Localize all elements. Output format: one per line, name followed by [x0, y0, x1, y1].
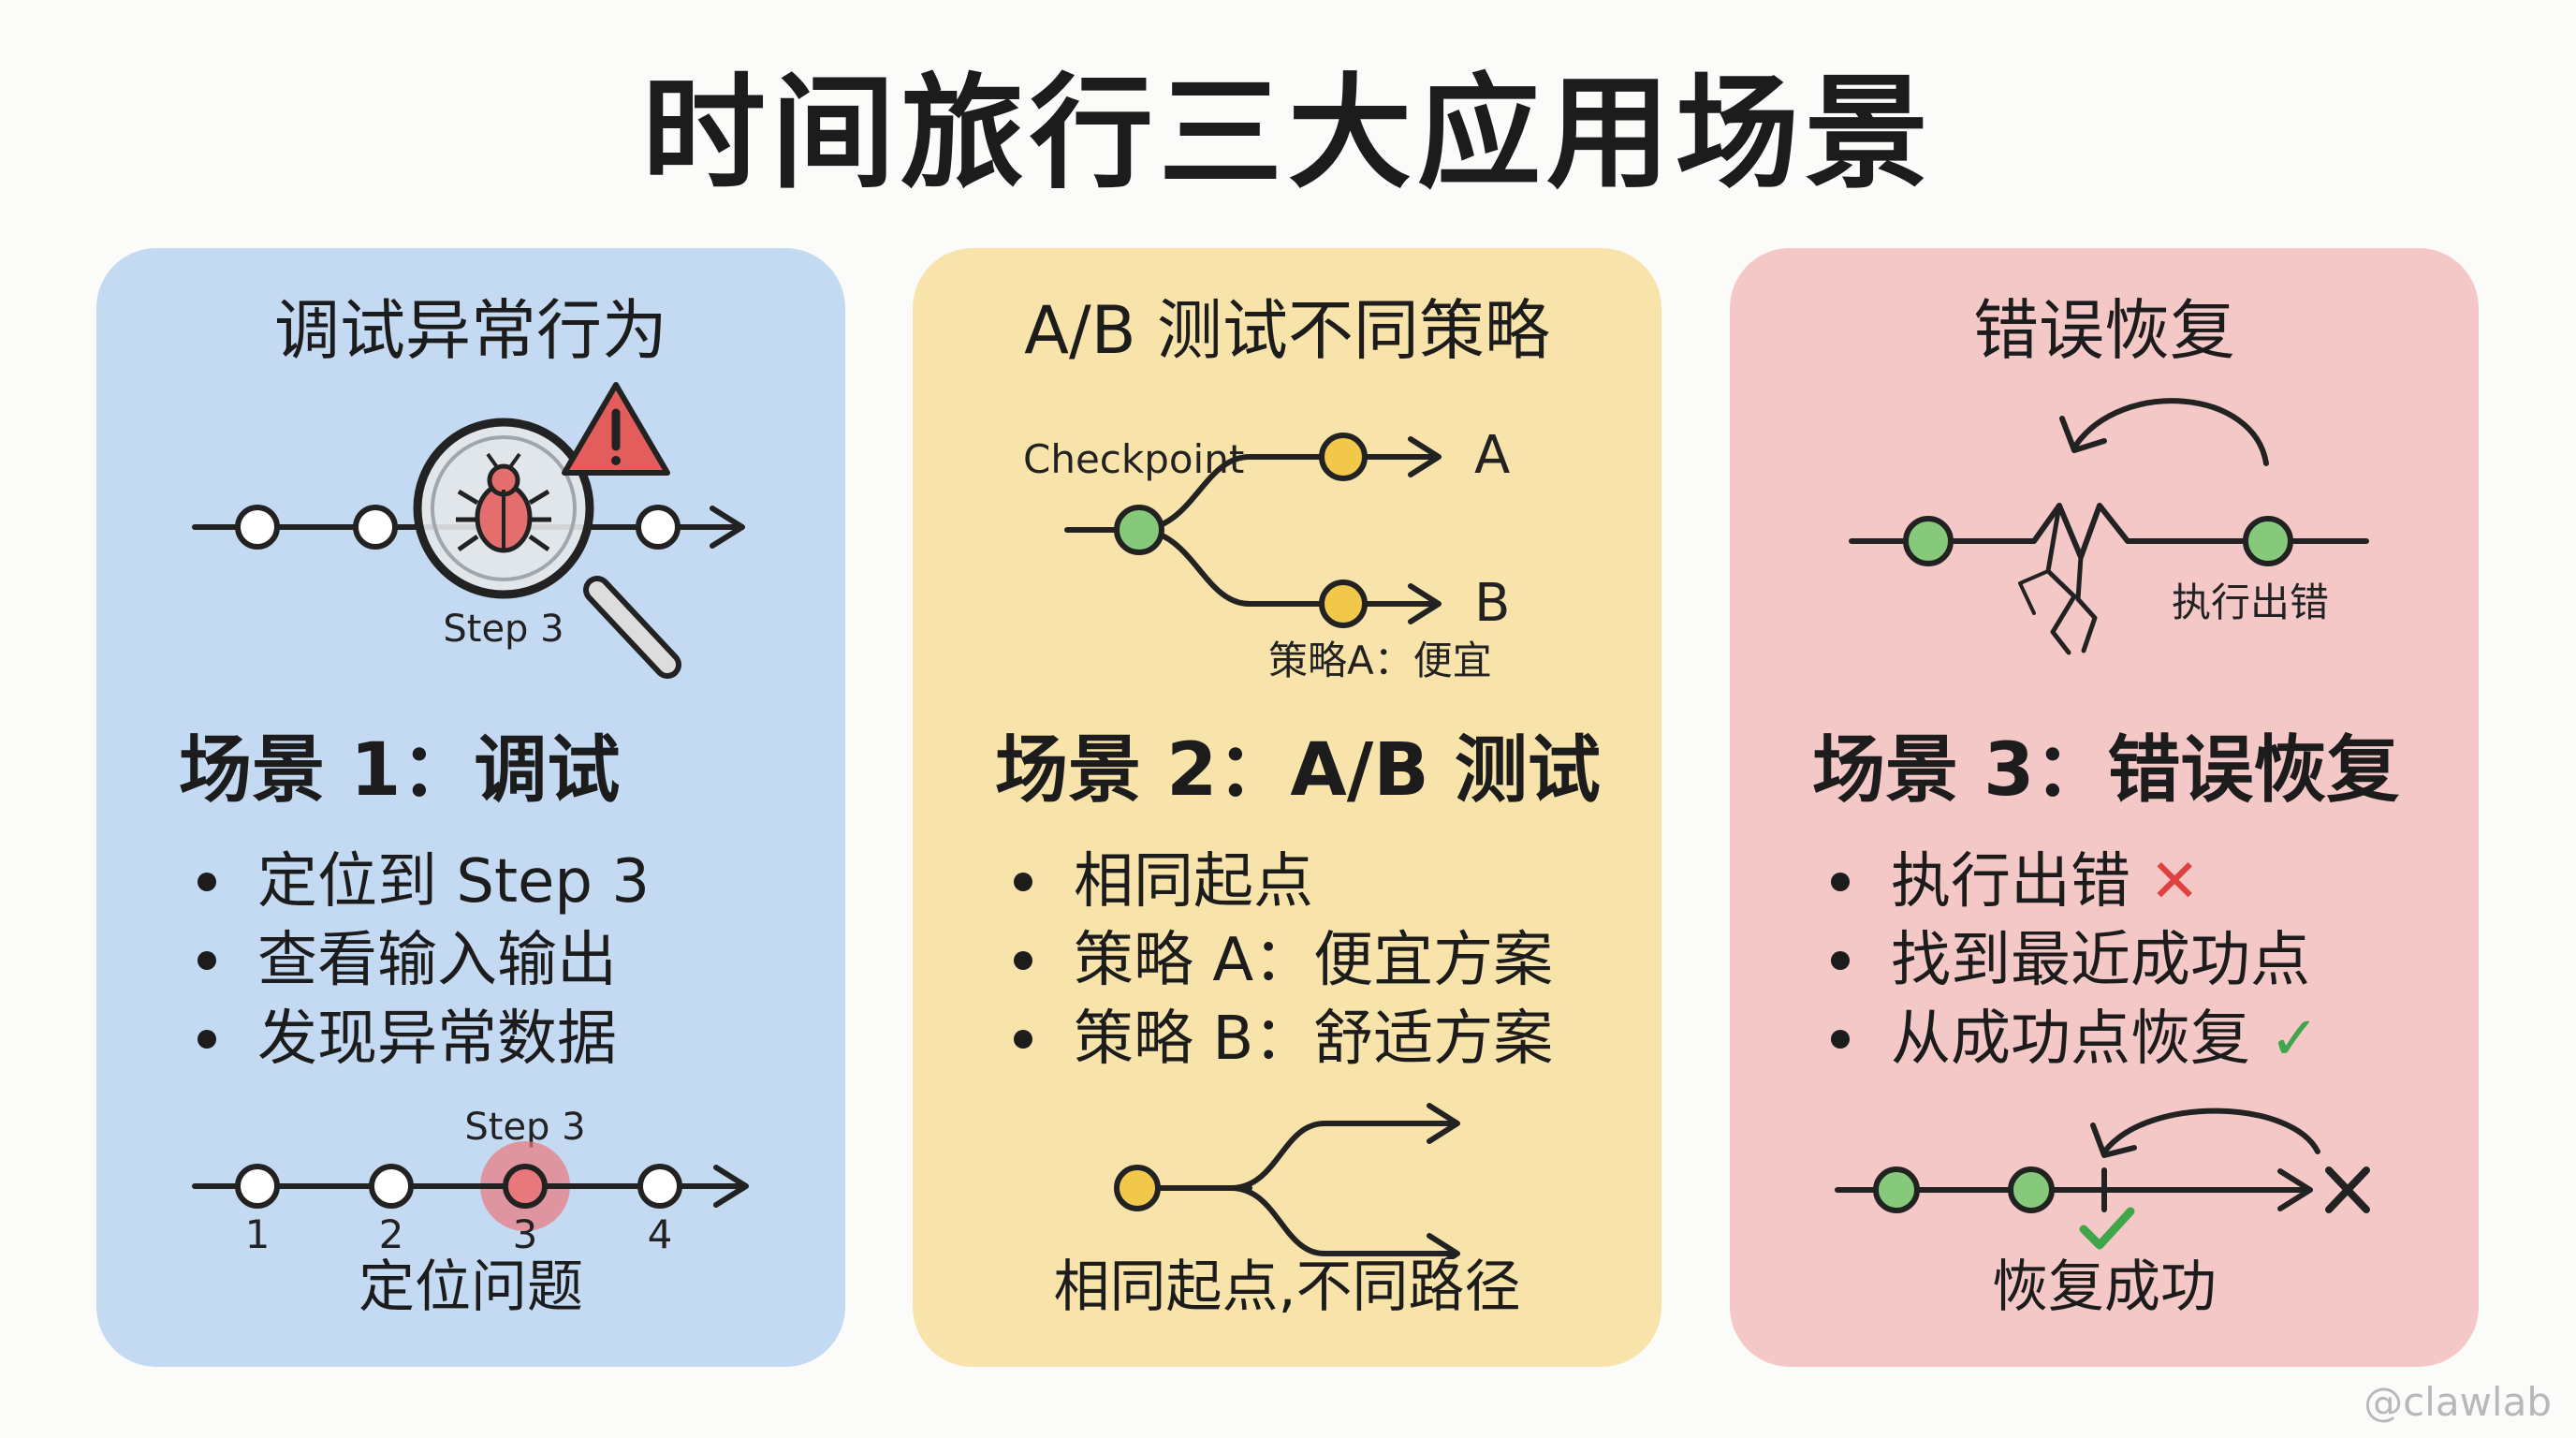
recovered-check-icon: [2079, 1207, 2135, 1250]
check-icon: ✓: [2269, 1005, 2320, 1074]
watermark: @clawlab: [2364, 1379, 2552, 1425]
fail-x-icon: [2325, 1167, 2370, 1213]
bullet-dot: [198, 873, 216, 891]
page-title: 时间旅行三大应用场景: [642, 62, 1934, 206]
scene-title: 场景 3：错误恢复: [1812, 728, 2400, 813]
step-timeline: Step 3 1 2 3 4: [192, 1106, 749, 1257]
list-item: 查看输入输出: [190, 921, 650, 1000]
tick-label: 2: [379, 1211, 404, 1257]
bullet-list: 执行出错 ✕ 找到最近成功点 从成功点恢复 ✓: [1823, 843, 2320, 1078]
rollback-timeline: [1835, 1108, 2370, 1250]
card-header: A/B 测试不同策略: [1024, 292, 1550, 369]
debug-illustration: Step 3: [192, 382, 745, 679]
bullet-dot: [1014, 1030, 1032, 1049]
list-item-text: 执行出错: [1891, 847, 2130, 917]
tick-label: 1: [245, 1211, 271, 1257]
timeline-node: [235, 1164, 280, 1209]
checkpoint-node: [1114, 505, 1164, 555]
success-node: [1873, 1167, 1920, 1213]
list-item-text: 找到最近成功点: [1891, 926, 2310, 995]
bullet-dot: [198, 1030, 216, 1049]
branch-label-b: B: [1474, 573, 1510, 634]
timeline-node: [636, 505, 681, 550]
list-item: 策略 A：便宜方案: [1006, 921, 1553, 1000]
bullet-list: 定位到 Step 3 查看输入输出 发现异常数据: [190, 843, 650, 1078]
bullet-dot: [1014, 951, 1032, 970]
list-item: 找到最近成功点: [1823, 921, 2320, 1000]
branch-label-a: A: [1474, 425, 1510, 486]
list-item: 执行出错 ✕: [1823, 843, 2320, 921]
crack-icon: [2045, 503, 2077, 655]
timeline-node-highlight: [503, 1164, 548, 1209]
tick-label: 3: [513, 1211, 538, 1257]
bullet-dot: [198, 951, 216, 970]
list-item-text: 策略 B：舒适方案: [1074, 1005, 1554, 1074]
recovery-illustration: 执行出错: [1849, 398, 2369, 655]
scenario-card-debug: 调试异常行为 Step: [96, 248, 845, 1367]
success-node: [2008, 1167, 2055, 1213]
card-caption: 恢复成功: [1992, 1255, 2217, 1320]
success-node: [1903, 516, 1954, 566]
timeline-node: [235, 505, 280, 550]
error-label: 执行出错: [2172, 580, 2329, 625]
scene-title: 场景 2：A/B 测试: [995, 728, 1601, 813]
list-item: 相同起点: [1006, 843, 1553, 921]
bug-icon: [456, 452, 551, 553]
card-caption: 定位问题: [359, 1255, 583, 1320]
list-item-text: 策略 A：便宜方案: [1074, 926, 1554, 995]
bullet-list: 相同起点 策略 A：便宜方案 策略 B：舒适方案: [1006, 843, 1553, 1078]
branch-illustration: Checkpoint A B 策略A：便宜: [1023, 425, 1510, 679]
checkpoint-label: Checkpoint: [1023, 436, 1244, 482]
timeline-node: [353, 505, 398, 550]
card-caption: 相同起点,不同路径: [1053, 1255, 1521, 1320]
list-item-text: 定位到 Step 3: [257, 847, 651, 917]
list-item-text: 从成功点恢复: [1891, 1005, 2250, 1074]
bullet-dot: [1831, 873, 1850, 891]
bullet-dot: [1831, 1030, 1850, 1049]
list-item: 策略 B：舒适方案: [1006, 1000, 1553, 1078]
scenario-card-recovery: 错误恢复 执行出错 场景 3：错误恢复 执行出错 ✕ 找到最近成功点 从成功点恢…: [1730, 248, 2479, 1367]
list-item: 从成功点恢复 ✓: [1823, 1000, 2320, 1078]
fork-illustration: [1114, 1103, 1460, 1259]
success-node: [2243, 516, 2293, 566]
list-item: 发现异常数据: [190, 1000, 650, 1078]
list-item-text: 查看输入输出: [257, 926, 617, 995]
branch-node-a: [1319, 433, 1368, 481]
illustration-label: Step 3: [443, 608, 564, 651]
strategy-note: 策略A：便宜: [1268, 638, 1492, 679]
error-x-icon: ✕: [2149, 847, 2200, 917]
start-node: [1114, 1165, 1161, 1211]
tick-label: 4: [648, 1211, 673, 1257]
card-header: 错误恢复: [1973, 292, 2235, 369]
timeline-node: [637, 1164, 682, 1209]
card-header: 调试异常行为: [274, 292, 667, 369]
list-item-text: 发现异常数据: [257, 1005, 617, 1074]
scenario-card-ab-test: A/B 测试不同策略 Checkpoint A B 策略A：便宜 场景 2：A/…: [913, 248, 1661, 1367]
bullet-dot: [1831, 951, 1850, 970]
list-item-text: 相同起点: [1074, 847, 1313, 917]
list-item: 定位到 Step 3: [190, 843, 650, 921]
branch-node-b: [1319, 580, 1368, 628]
bullet-dot: [1014, 873, 1032, 891]
scene-title: 场景 1：调试: [179, 728, 621, 813]
timeline-node: [369, 1164, 414, 1209]
warning-icon: [562, 382, 670, 476]
